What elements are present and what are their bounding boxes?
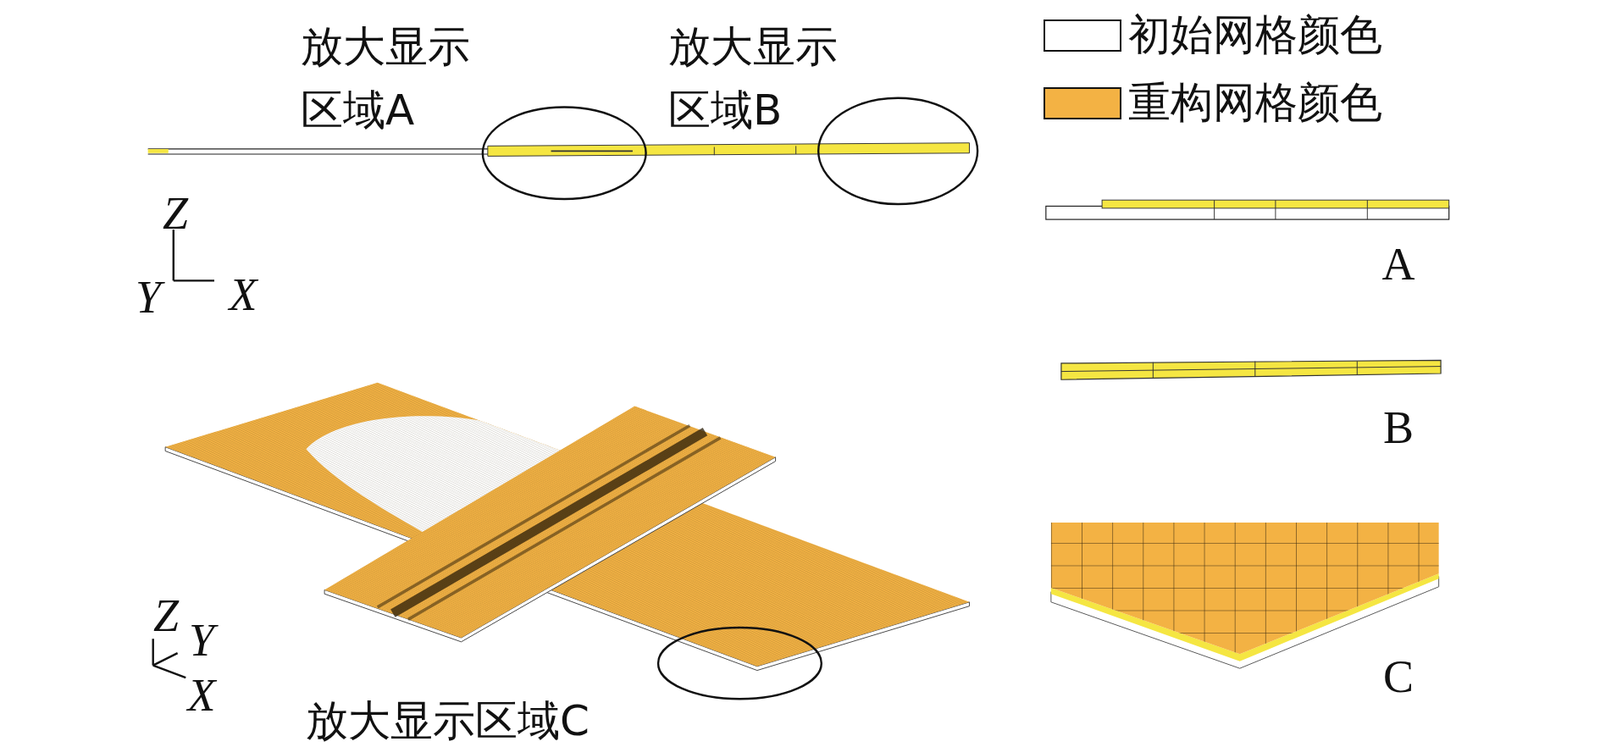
- legend-text: 重构网格颜色: [1128, 74, 1383, 132]
- inset-b: [1061, 359, 1441, 380]
- inset-label: B: [1383, 403, 1414, 454]
- axis-label: X: [229, 270, 258, 321]
- zoom-label: 放大显示区域A: [300, 15, 479, 143]
- legend-swatch: [1043, 87, 1122, 120]
- axis-label: X: [188, 670, 216, 721]
- mesh-3d: [153, 382, 970, 699]
- legend-swatch: [1043, 19, 1122, 52]
- axis-label: Y: [188, 615, 215, 666]
- axis-label: Z: [162, 188, 189, 239]
- zoom-label: 放大显示区域B: [668, 15, 847, 143]
- legend-row: 初始网格颜色: [1043, 6, 1383, 64]
- inset-a: [1046, 199, 1450, 220]
- axis-label: Z: [153, 591, 179, 642]
- inset-label: C: [1383, 652, 1414, 703]
- inset-label: A: [1382, 239, 1416, 290]
- legend-row: 重构网格颜色: [1043, 74, 1383, 132]
- zoom-label: 放大显示区域C: [305, 697, 590, 745]
- axis-label: Y: [135, 272, 161, 323]
- side-view: [148, 98, 978, 282]
- inset-c: [1051, 522, 1440, 669]
- legend-text: 初始网格颜色: [1128, 6, 1383, 64]
